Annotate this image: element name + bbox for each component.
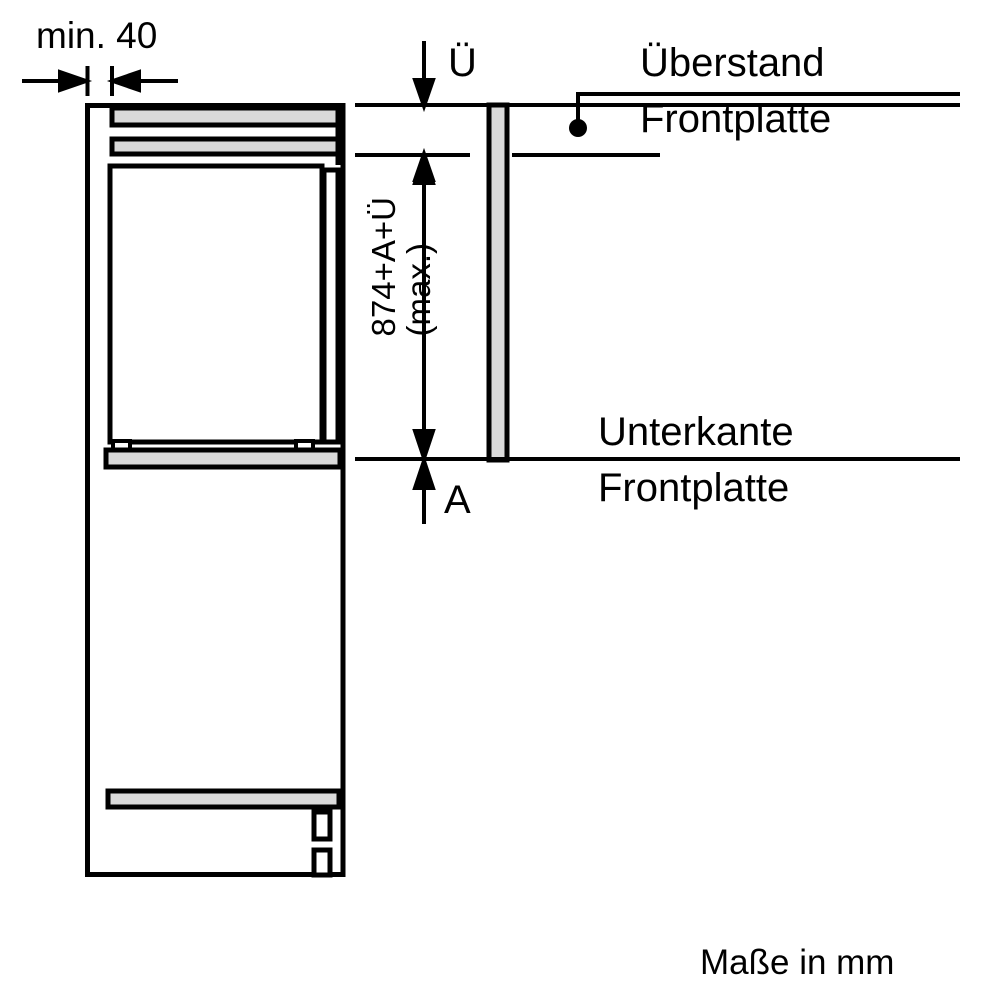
- upper-shelf-panel-2: [109, 136, 343, 157]
- label-base-gap-symbol: A: [444, 478, 471, 522]
- upper-shelf-panel-1: [109, 105, 343, 128]
- lower-shelf-panel: [105, 788, 342, 810]
- base-plate-upper: [103, 447, 343, 470]
- extension-lines: [355, 103, 960, 461]
- label-bottom-edge-line2: Frontplatte: [598, 466, 790, 510]
- bottom-bracket-lower: [311, 847, 333, 878]
- appliance-door: [321, 167, 341, 445]
- appliance-cavity: [107, 163, 325, 445]
- leader-dot-overhang: [569, 119, 587, 137]
- label-overhang-symbol: Ü: [448, 41, 477, 85]
- label-units-caption: Maße in mm: [700, 943, 895, 982]
- bottom-bracket-upper: [311, 809, 333, 842]
- dimension-min-gap: [22, 66, 178, 96]
- label-overhang-line1: Überstand: [640, 41, 825, 85]
- label-total-height-line1: 874+A+Ü: [365, 197, 402, 337]
- leader-overhang: [576, 92, 960, 128]
- label-total-height-dimension: 874+A+Ü(max.): [365, 197, 437, 337]
- dimension-base-gap: [412, 454, 436, 524]
- dimension-total-height: [412, 149, 436, 465]
- front-plate: [486, 102, 510, 463]
- label-total-height-line2: (max.): [399, 242, 437, 337]
- label-min-gap: min. 40: [36, 15, 158, 56]
- label-overhang-line2: Frontplatte: [640, 97, 832, 141]
- label-bottom-edge-line1: Unterkante: [598, 410, 794, 454]
